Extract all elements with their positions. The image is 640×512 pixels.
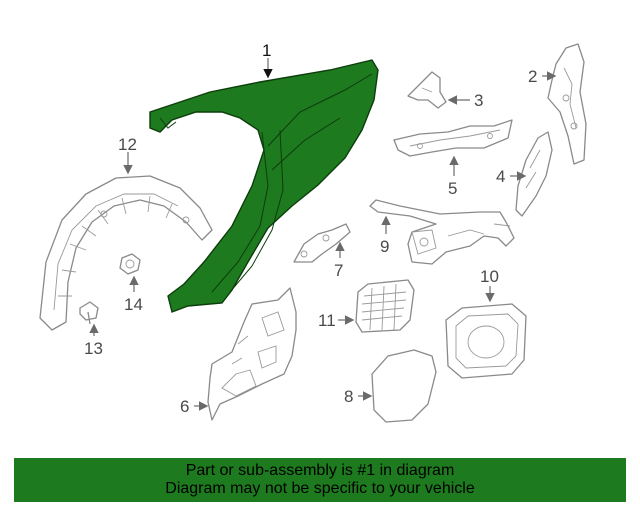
bracket-part-7[interactable]: [293, 223, 351, 263]
banner-line-1: Part or sub-assembly is #1 in diagram: [185, 462, 455, 479]
callout-2[interactable]: 2: [528, 67, 537, 86]
callout-11[interactable]: 11: [318, 311, 336, 330]
clip-part-14[interactable]: [119, 253, 141, 275]
wheelhouse-liner-part-12[interactable]: [39, 175, 213, 331]
callout-4[interactable]: 4: [496, 167, 505, 186]
callout-8[interactable]: 8: [344, 387, 353, 406]
callout-5[interactable]: 5: [448, 179, 457, 198]
callout-7[interactable]: 7: [334, 261, 343, 280]
callout-9[interactable]: 9: [380, 237, 389, 256]
callout-6[interactable]: 6: [180, 397, 189, 416]
callout-1[interactable]: 1: [262, 41, 271, 60]
callout-14[interactable]: 14: [124, 295, 143, 314]
callout-13[interactable]: 13: [84, 339, 103, 358]
info-banner: Part or sub-assembly is #1 in diagram Di…: [14, 458, 626, 502]
callout-labels: 1 2 3 4 5 6 7 8 9 10 11 12 13 14: [84, 41, 537, 416]
fuel-door-hinge-part-9[interactable]: [369, 199, 515, 265]
callout-10[interactable]: 10: [480, 267, 499, 286]
parts-diagram: 1 2 3 4 5 6 7 8 9 10 11 12 13 14: [39, 41, 587, 423]
callout-3[interactable]: 3: [474, 91, 483, 110]
inner-panel-part-6[interactable]: [207, 287, 297, 421]
bracket-part-3[interactable]: [407, 71, 447, 109]
callout-12[interactable]: 12: [118, 135, 137, 154]
fuel-door-part-8[interactable]: [371, 349, 437, 423]
reinforcement-part-2[interactable]: [547, 43, 587, 165]
panel-part-4[interactable]: [515, 131, 553, 217]
fuel-door-housing-part-10[interactable]: [445, 303, 527, 379]
banner-line-2: Diagram may not be specific to your vehi…: [165, 480, 475, 497]
bolt-part-13[interactable]: [79, 301, 99, 325]
leader-lines: [89, 58, 557, 411]
quarter-panel-part-1[interactable]: [149, 59, 379, 313]
reinforcement-part-5[interactable]: [393, 119, 513, 157]
vent-grille-part-11[interactable]: [355, 279, 415, 333]
